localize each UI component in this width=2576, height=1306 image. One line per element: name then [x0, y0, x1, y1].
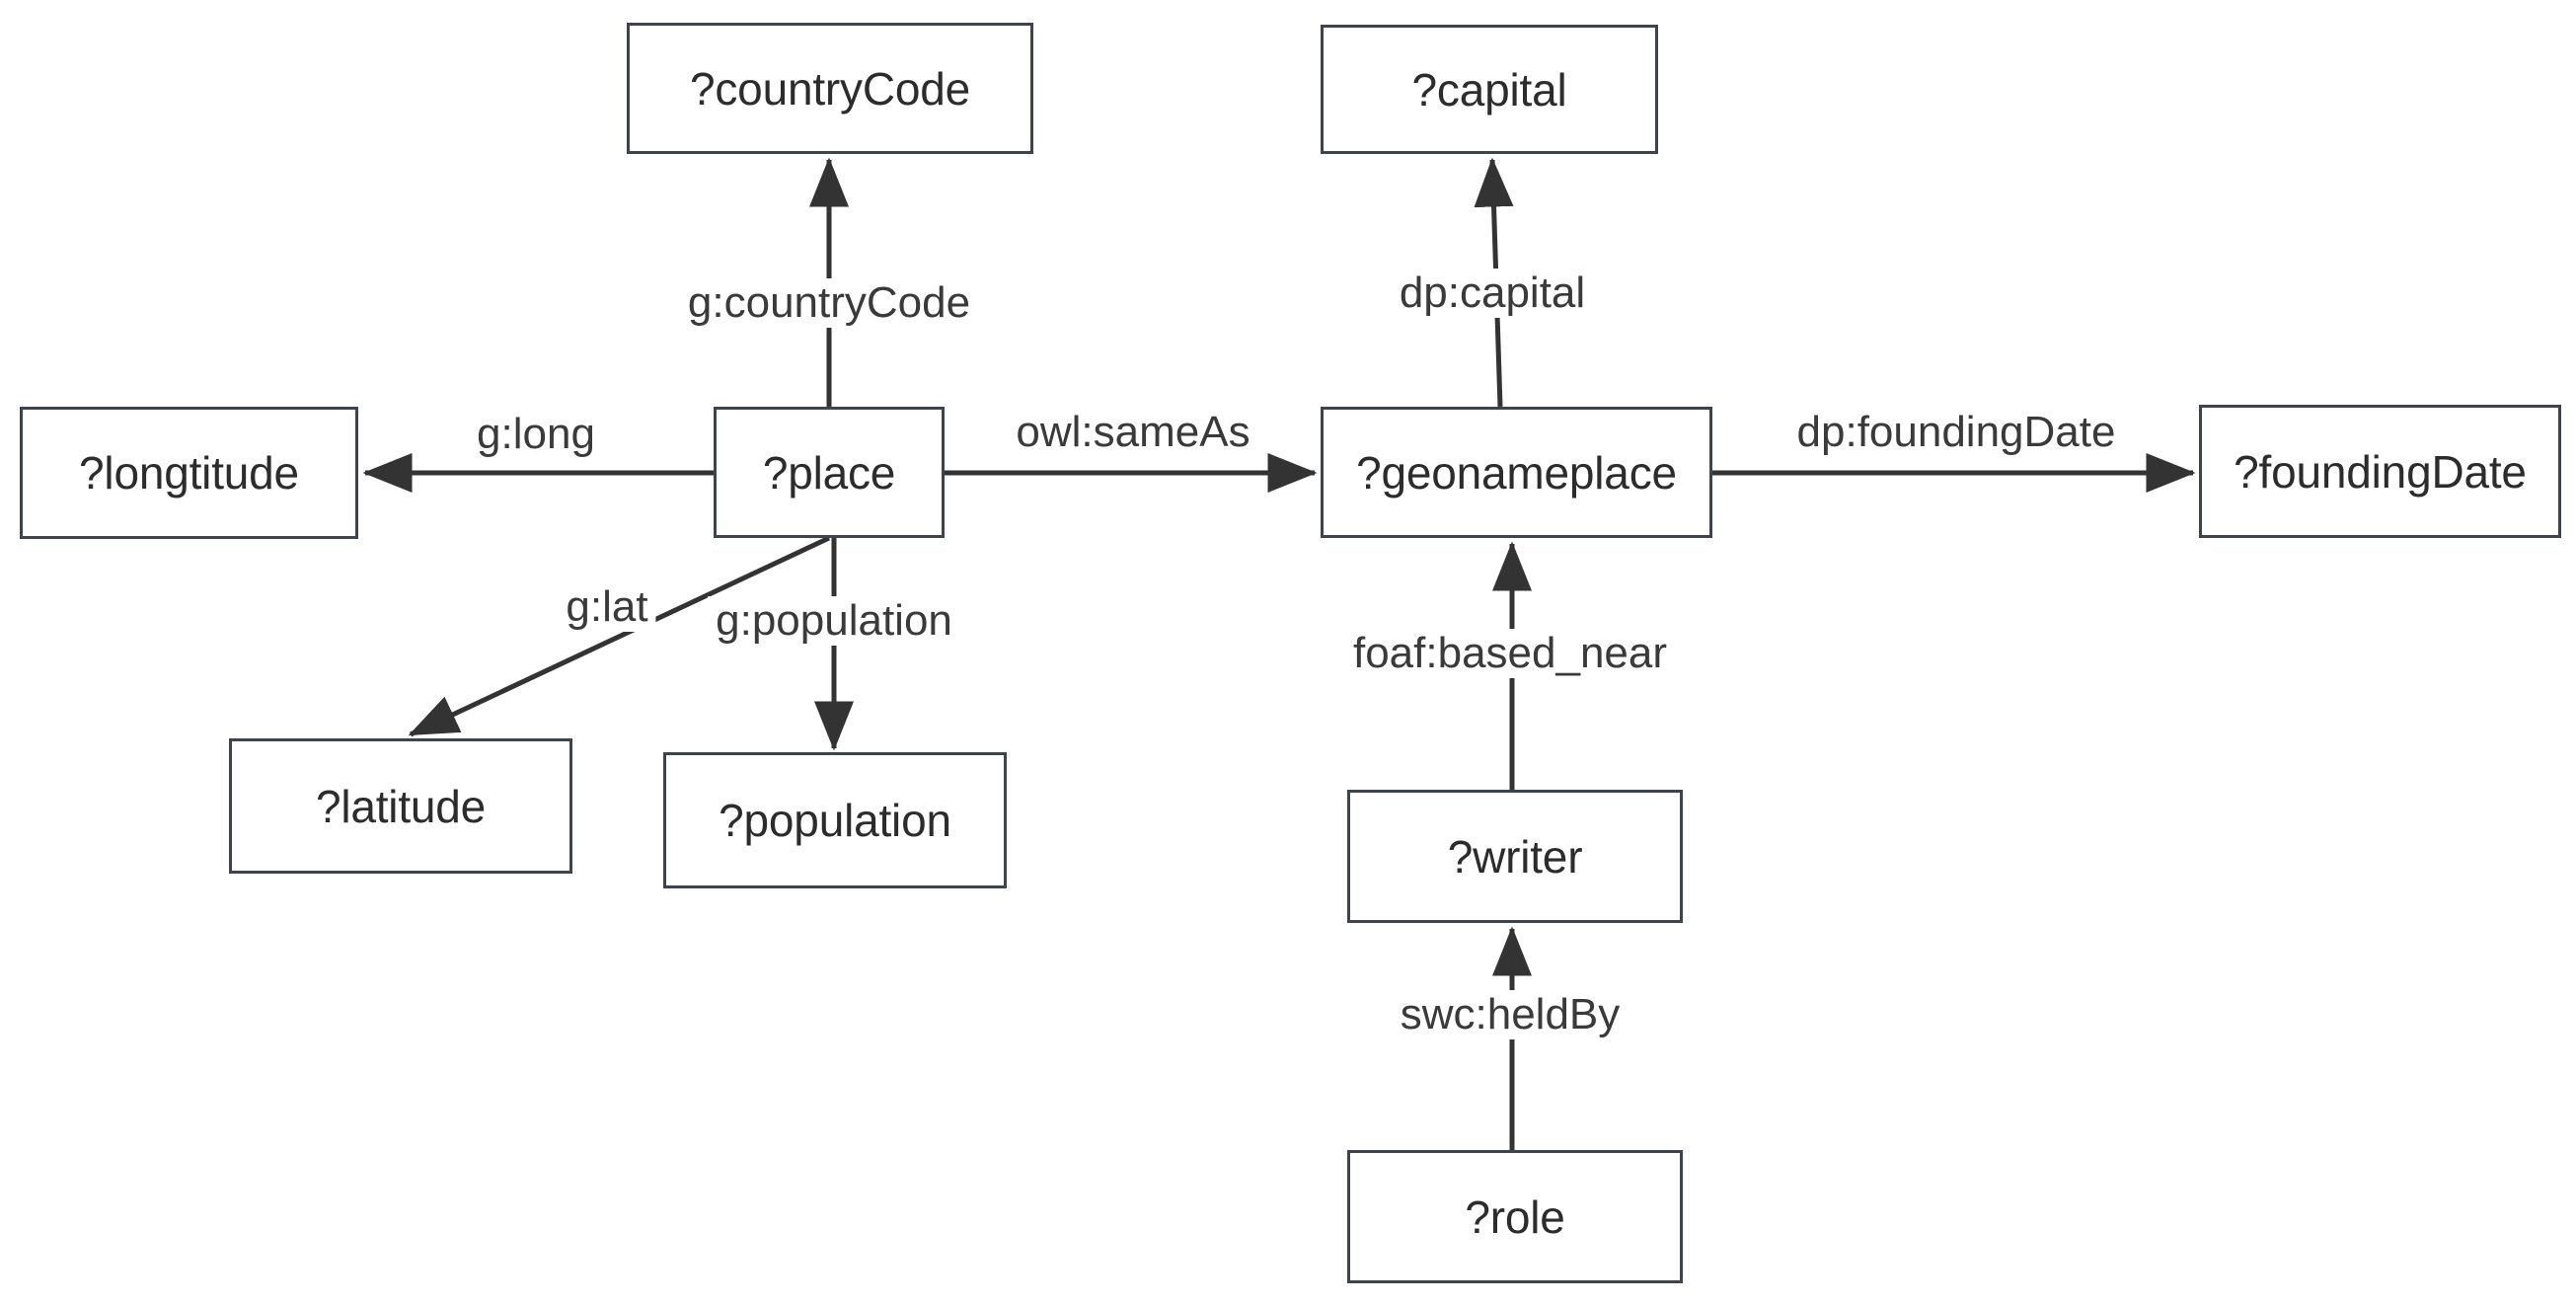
edge-label-swc-heldBy: swc:heldBy [1392, 990, 1629, 1040]
edge-label-g-lat: g:lat [558, 582, 656, 633]
node-label-place: ?place [762, 446, 896, 499]
node-label-latitude: ?latitude [315, 780, 487, 832]
edge-label-g-long: g:long [469, 410, 603, 460]
node-label-countryCode: ?countryCode [690, 62, 970, 115]
node-longtitude[interactable]: ?longtitude [20, 407, 358, 539]
node-label-population: ?population [719, 795, 951, 846]
node-label-capital: ?capital [1411, 63, 1567, 115]
node-countryCode[interactable]: ?countryCode [627, 23, 1033, 154]
node-place[interactable]: ?place [714, 407, 945, 538]
node-latitude[interactable]: ?latitude [229, 738, 572, 874]
node-role[interactable]: ?role [1347, 1150, 1683, 1283]
node-writer[interactable]: ?writer [1347, 790, 1683, 923]
node-population[interactable]: ?population [663, 752, 1007, 888]
node-foundingDate[interactable]: ?foundingDate [2199, 405, 2561, 538]
edge-label-foaf-based-near: foaf:based_near [1344, 629, 1676, 679]
node-label-geonameplace: ?geonameplace [1356, 446, 1677, 499]
node-geonameplace[interactable]: ?geonameplace [1321, 407, 1712, 538]
edge-label-dp-capital: dp:capital [1391, 269, 1594, 319]
node-label-foundingDate: ?foundingDate [2234, 445, 2527, 498]
node-capital[interactable]: ?capital [1321, 25, 1658, 154]
edge-label-dp-foundingDate: dp:foundingDate [1788, 408, 2124, 458]
edge-line-g-lat [408, 535, 831, 737]
node-label-role: ?role [1465, 1191, 1565, 1243]
node-label-longtitude: ?longtitude [79, 447, 299, 499]
node-label-writer: ?writer [1447, 830, 1583, 883]
edge-label-g-countryCode: g:countryCode [679, 278, 979, 329]
edge-label-owl-sameAs: owl:sameAs [1008, 408, 1258, 458]
edge-label-g-population: g:population [708, 596, 960, 647]
